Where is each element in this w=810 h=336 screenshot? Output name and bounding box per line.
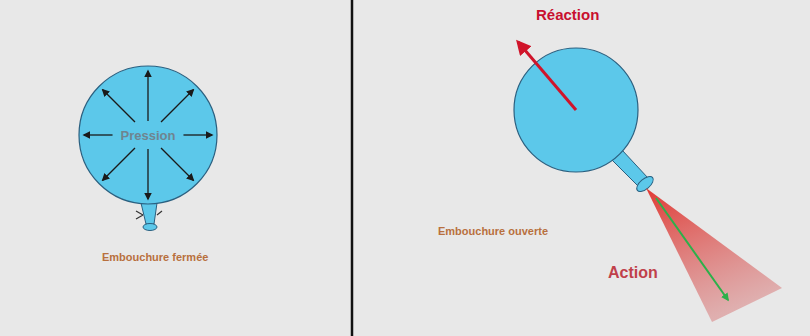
balloon-label: Pression bbox=[121, 128, 176, 143]
pressure-arrow bbox=[103, 148, 135, 180]
air-jet bbox=[646, 188, 782, 322]
open-balloon bbox=[514, 48, 656, 194]
pressure-arrow bbox=[103, 90, 135, 122]
caption-label: Action bbox=[608, 264, 658, 282]
pressure-balloon: Pression bbox=[78, 65, 218, 205]
closed-neck bbox=[136, 203, 162, 231]
pressure-arrow bbox=[84, 134, 113, 135]
pressure-arrow bbox=[147, 149, 148, 199]
divider-line bbox=[351, 0, 354, 336]
reaction-arrow bbox=[518, 42, 576, 110]
action-arrow bbox=[656, 198, 728, 300]
caption-label: Embouchure fermée bbox=[102, 251, 208, 263]
caption-label: Embouchure ouverte bbox=[438, 225, 548, 237]
pressure-arrow bbox=[147, 71, 148, 121]
caption-label: Réaction bbox=[536, 6, 599, 23]
pressure-arrow bbox=[183, 134, 212, 135]
pressure-arrow bbox=[161, 148, 193, 180]
pressure-arrow bbox=[161, 90, 193, 122]
